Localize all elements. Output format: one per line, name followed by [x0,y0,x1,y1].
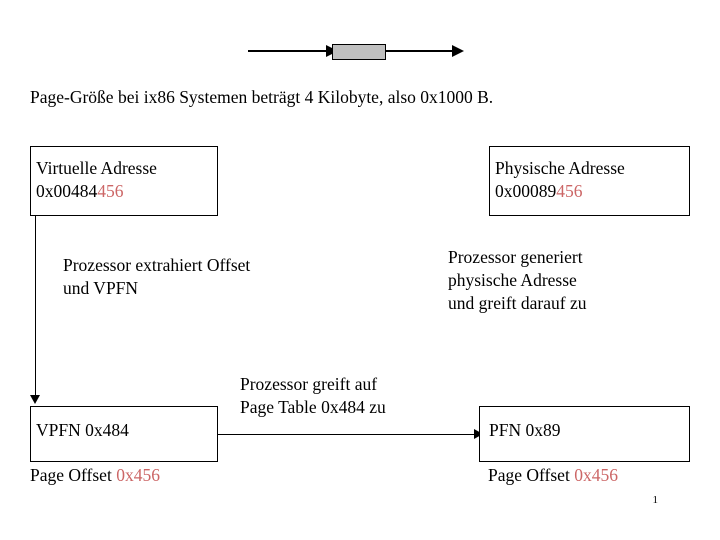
virtual-address-line1: Virtuelle Adresse [36,158,157,178]
page-table-label: Prozessor greift auf Page Table 0x484 zu [240,373,490,419]
page-number: 1 [652,494,659,506]
physical-address-prefix: 0x00089 [495,181,557,201]
vpfn-page-offset-value: 0x456 [116,465,160,485]
virtual-address-line2: 0x00484456 [31,180,217,203]
extract-label-line2: und VPFN [63,278,139,298]
pfn-page-offset-label: Page Offset [488,465,575,485]
virtual-address-prefix: 0x00484 [36,181,98,201]
physical-address-line1: Physische Adresse [495,158,625,178]
pfn-page-offset-value: 0x456 [574,465,618,485]
connector-vpfn-to-pfn-arrow [474,429,483,439]
extract-label-line1: Prozessor extrahiert Offset [63,255,251,275]
generate-label-line1: Prozessor generiert [448,247,583,267]
generate-label: Prozessor generiert physische Adresse un… [448,246,698,315]
generate-label-line3: und greift darauf zu [448,293,587,313]
top-arrow-right-line [386,50,454,52]
virtual-address-offset: 456 [97,181,124,201]
pfn-line1: PFN 0x89 [489,420,561,440]
connector-virtual-to-vpfn-arrow [30,395,40,404]
vpfn-box: VPFN 0x484 [30,406,218,462]
page-table-label-line1: Prozessor greift auf [240,374,378,394]
headline-text: Page-Größe bei ix86 Systemen beträgt 4 K… [30,87,494,107]
page-table-label-line2: Page Table 0x484 zu [240,397,386,417]
top-arrow-left-line [248,50,328,52]
physical-address-box: Physische Adresse 0x00089456 [489,146,690,216]
virtual-address-box: Virtuelle Adresse 0x00484456 [30,146,218,216]
vpfn-page-offset: Page Offset 0x456 [30,464,240,487]
physical-address-offset: 456 [556,181,583,201]
generate-label-line2: physische Adresse [448,270,577,290]
top-arrow-gray-block [332,44,386,60]
physical-address-line2: 0x00089456 [490,180,689,203]
connector-virtual-to-vpfn-line [35,216,36,397]
pfn-page-offset: Page Offset 0x456 [488,464,698,487]
vpfn-page-offset-label: Page Offset [30,465,117,485]
connector-vpfn-to-pfn-line [218,434,476,435]
extract-label: Prozessor extrahiert Offset und VPFN [63,254,363,300]
pfn-box: PFN 0x89 [479,406,690,462]
vpfn-line1: VPFN 0x484 [36,420,129,440]
top-arrow-right-head [452,45,464,57]
